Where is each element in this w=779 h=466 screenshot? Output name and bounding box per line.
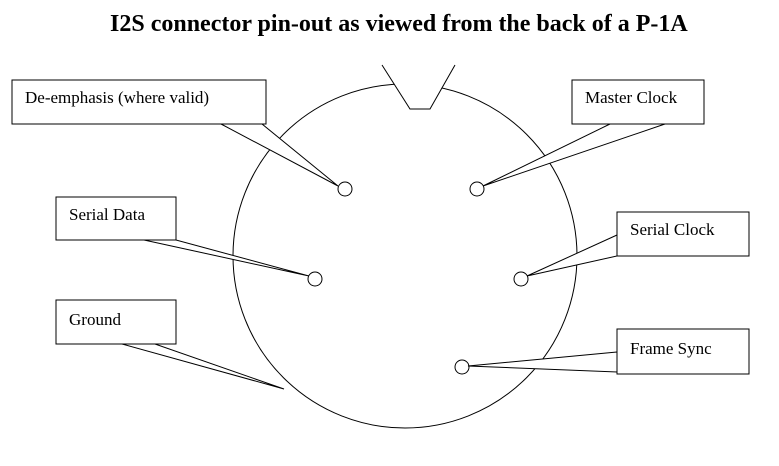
connector-key-notch [381, 64, 456, 110]
pin-de-emphasis [337, 181, 353, 197]
pin-master-clock [469, 181, 485, 197]
label-de-emphasis: De-emphasis (where valid) [25, 88, 209, 107]
label-ground: Ground [69, 310, 121, 329]
pin-frame-sync [454, 359, 470, 375]
label-master-clock: Master Clock [585, 88, 678, 107]
callout-box-master-clock [571, 79, 705, 125]
label-serial-clock: Serial Clock [630, 220, 715, 239]
callout-box-ground [55, 299, 177, 345]
callout-de-emphasis: De-emphasis (where valid) [11, 79, 339, 187]
callout-ground: Ground [55, 299, 285, 390]
callout-box-de-emphasis [11, 79, 267, 125]
pin-serial-clock [513, 271, 529, 287]
callout-pointer-ground [121, 343, 285, 390]
callout-serial-data: Serial Data [55, 196, 310, 277]
callout-frame-sync: Frame Sync [467, 328, 750, 375]
pin-serial-data [307, 271, 323, 287]
callout-serial-clock: Serial Clock [526, 211, 750, 277]
callout-box-serial-clock [616, 211, 750, 257]
callout-box-serial-data [55, 196, 177, 241]
diagram-title: I2S connector pin-out as viewed from the… [110, 11, 688, 37]
label-frame-sync: Frame Sync [630, 339, 712, 358]
callout-box-frame-sync [616, 328, 750, 375]
label-serial-data: Serial Data [69, 205, 145, 224]
callout-master-clock: Master Clock [482, 79, 705, 187]
connector-body [232, 83, 578, 429]
